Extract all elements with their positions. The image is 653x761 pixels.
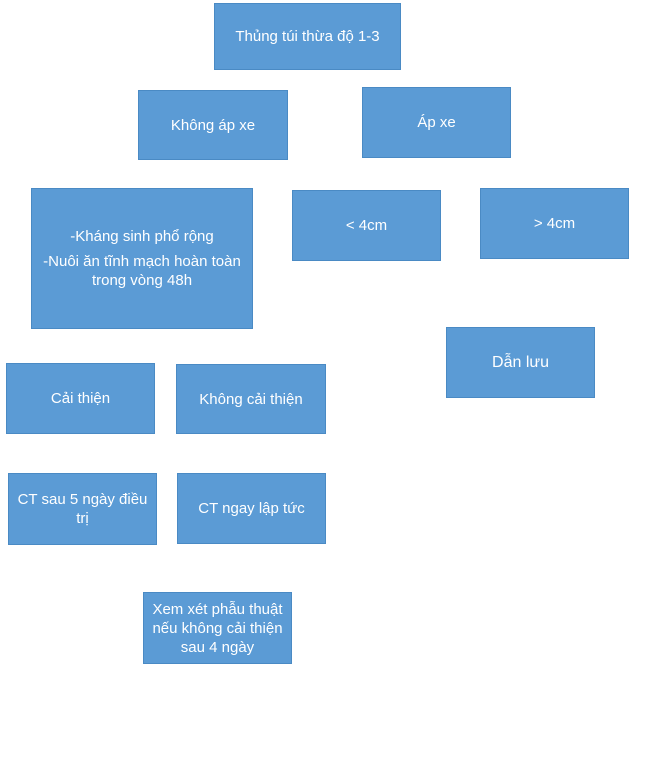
node-consider-surgery: Xem xét phẫu thuật nếu không cải thiện s…	[143, 592, 292, 664]
node-no-abscess: Không áp xe	[138, 90, 288, 160]
node-label: Dẫn lưu	[492, 354, 549, 371]
node-label: CT ngay lập tức	[198, 500, 305, 517]
node-antibiotics-tpn: -Kháng sinh phổ rộng -Nuôi ăn tĩnh mạch …	[31, 188, 253, 329]
node-ct-immediately: CT ngay lập tức	[177, 473, 326, 544]
node-label: Xem xét phẫu thuật nếu không cải thiện s…	[152, 600, 283, 656]
node-drainage: Dẫn lưu	[446, 327, 595, 398]
node-perforated-diverticulum: Thủng túi thừa độ 1-3	[214, 3, 401, 70]
node-label: < 4cm	[345, 217, 388, 234]
node-label: Cải thiện	[50, 390, 111, 407]
node-improved: Cải thiện	[6, 363, 155, 434]
node-label-line-1: -Kháng sinh phổ rộng	[70, 228, 214, 245]
node-abscess: Áp xe	[362, 87, 511, 158]
node-label: Không áp xe	[170, 116, 256, 134]
node-label: CT sau 5 ngày điều trị	[17, 491, 148, 527]
node-ct-after-5-days: CT sau 5 ngày điều trị	[8, 473, 157, 545]
node-abscess-over-4cm: > 4cm	[480, 188, 629, 259]
node-label: Thủng túi thừa độ 1-3	[235, 28, 380, 45]
node-label: Không cải thiện	[199, 390, 303, 408]
node-label-line-2: -Nuôi ăn tĩnh mạch hoàn toàn trong vòng …	[43, 253, 241, 289]
node-abscess-under-4cm: < 4cm	[292, 190, 441, 261]
node-label: > 4cm	[533, 215, 576, 232]
node-label: Áp xe	[417, 114, 456, 131]
node-not-improved: Không cải thiện	[176, 364, 326, 434]
